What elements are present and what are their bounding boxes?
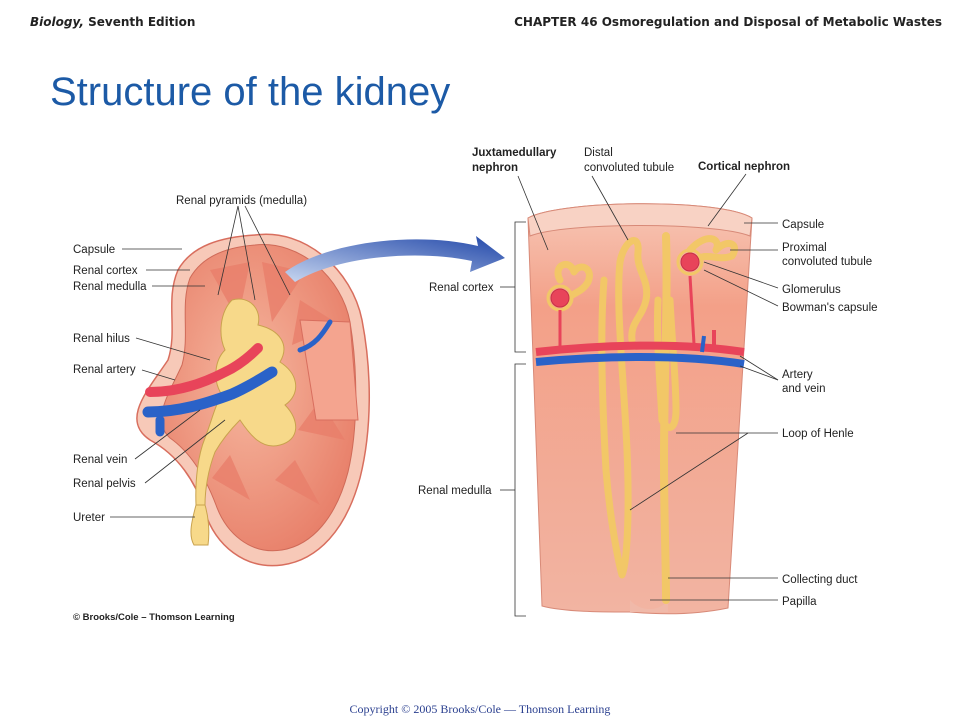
- kidney-leader-lines: [110, 205, 291, 518]
- label-cortical-nephron: Cortical nephron: [698, 161, 790, 173]
- header-book: Biology, Seventh Edition: [30, 15, 195, 29]
- glomerulus-juxtamedullary: [550, 288, 570, 308]
- book-title: Biology,: [30, 15, 84, 29]
- label-capsule-right: Capsule: [782, 219, 824, 231]
- label-renal-medulla-section: Renal medulla: [418, 485, 492, 497]
- label-distal-1: Distal: [584, 147, 613, 159]
- renal-pyramid: [275, 460, 320, 505]
- label-juxtamedullary-2: nephron: [472, 162, 518, 174]
- zoom-arrow: [285, 236, 505, 282]
- book-edition: Seventh Edition: [88, 15, 196, 29]
- label-renal-artery: Renal artery: [73, 364, 136, 376]
- label-proximal-1: Proximal: [782, 242, 827, 254]
- ureter-shape: [190, 504, 210, 546]
- label-bowmans-capsule: Bowman's capsule: [782, 302, 878, 314]
- label-collecting-duct: Collecting duct: [782, 574, 858, 586]
- label-renal-hilus: Renal hilus: [73, 333, 130, 345]
- label-papilla: Papilla: [782, 596, 817, 608]
- renal-pyramid: [212, 455, 250, 500]
- label-artery-vein-2: and vein: [782, 383, 825, 395]
- collecting-duct: [660, 232, 671, 604]
- label-renal-cortex-section: Renal cortex: [429, 282, 494, 294]
- label-renal-cortex: Renal cortex: [73, 265, 138, 277]
- nephron-leader-lines: [500, 173, 779, 617]
- vessel-branch: [688, 275, 696, 345]
- label-proximal-2: convoluted tubule: [782, 256, 872, 268]
- label-distal-2: convoluted tubule: [584, 162, 674, 174]
- capsule-band: [527, 203, 753, 237]
- label-ureter: Ureter: [73, 512, 105, 524]
- label-renal-vein: Renal vein: [73, 454, 127, 466]
- bowmans-capsule-cortical: [676, 248, 704, 276]
- label-juxtamedullary-1: Juxtamedullary: [472, 147, 557, 159]
- section-vein: [535, 353, 745, 368]
- label-loop-of-henle: Loop of Henle: [782, 428, 854, 440]
- label-glomerulus: Glomerulus: [782, 284, 841, 296]
- proximal-tubule-cortical: [686, 235, 739, 266]
- renal-vein-shape: [142, 366, 278, 418]
- distal-tubule: [616, 237, 651, 344]
- label-artery-vein-1: Artery: [782, 369, 813, 381]
- kidney-illustration: [136, 233, 371, 567]
- vessel-branch: [700, 335, 706, 353]
- header-chapter: CHAPTER 46 Osmoregulation and Disposal o…: [514, 15, 942, 29]
- loop-of-henle-juxtamedullary: [598, 258, 632, 579]
- label-renal-pyramids: Renal pyramids (medulla): [176, 195, 307, 207]
- proximal-tubule-juxtamedullary: [554, 261, 593, 310]
- label-renal-medulla: Renal medulla: [73, 281, 147, 293]
- renal-artery-shape: [145, 343, 263, 397]
- glomerulus-cortical: [680, 252, 700, 272]
- nephron-section: [527, 203, 753, 615]
- tubules: [554, 232, 739, 604]
- footer-copyright: Copyright © 2005 Brooks/Cole — Thomson L…: [349, 702, 611, 716]
- label-capsule: Capsule: [73, 244, 115, 256]
- label-renal-pelvis: Renal pelvis: [73, 478, 136, 490]
- slide-title: Structure of the kidney: [50, 70, 451, 114]
- papilla-tip: [630, 600, 668, 612]
- image-credit: © Brooks/Cole – Thomson Learning: [73, 612, 235, 623]
- cut-vessel-branch: [297, 319, 333, 353]
